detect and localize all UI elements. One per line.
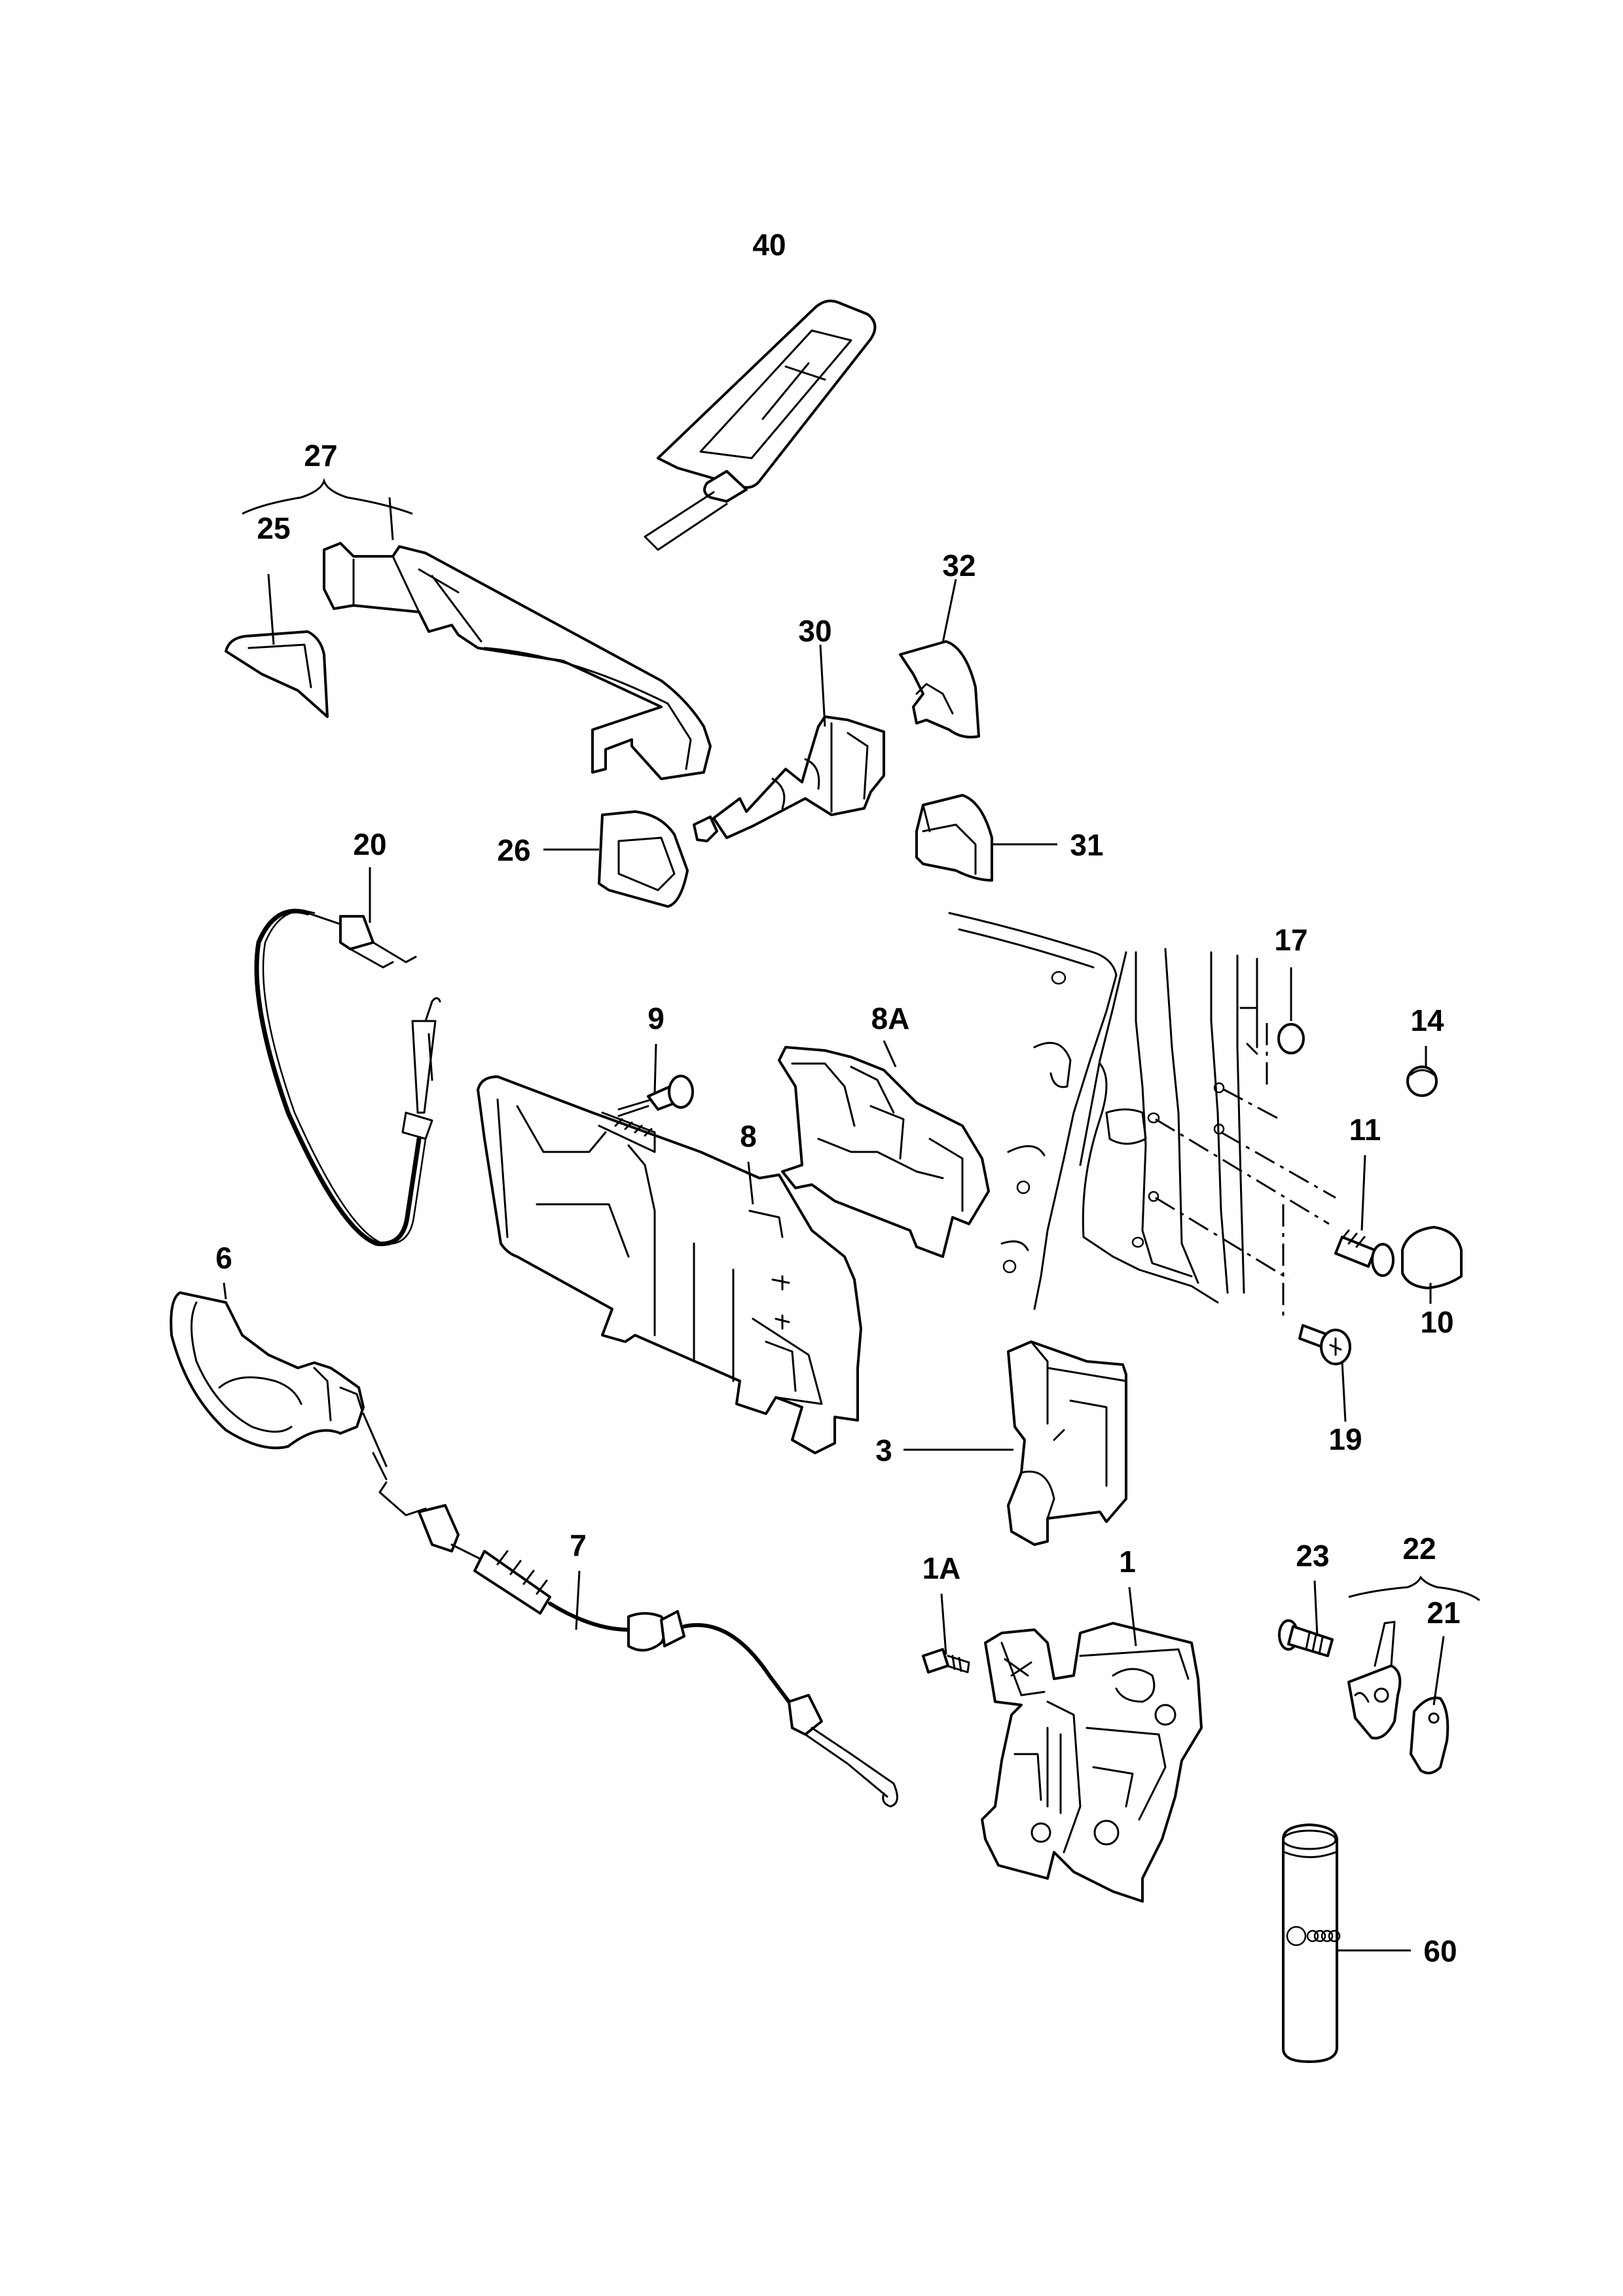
leader-lines [223, 478, 1480, 1952]
assembly-lines [1155, 1023, 1336, 1322]
label-40: 40 [752, 228, 786, 262]
label-3: 3 [875, 1433, 892, 1467]
label-21: 21 [1427, 1596, 1460, 1630]
part-10-cover-cap [1401, 1226, 1463, 1289]
label-19: 19 [1328, 1422, 1362, 1456]
part-8-handle-carrier [477, 1075, 862, 1454]
label-17: 17 [1274, 923, 1307, 957]
label-14: 14 [1410, 1003, 1444, 1037]
part-25-handle-cap [225, 630, 329, 718]
label-20: 20 [353, 827, 386, 861]
part-40-key-fob [644, 299, 877, 551]
label-60: 60 [1423, 1934, 1457, 1968]
label-26: 26 [497, 833, 530, 867]
part-30-lock-cylinder [693, 715, 885, 842]
part-14-cap [1406, 1066, 1438, 1097]
label-6: 6 [215, 1241, 232, 1275]
part-8A-bracket [778, 1046, 990, 1258]
part-3-lock-bracket [1007, 1340, 1127, 1546]
label-30: 30 [798, 614, 831, 648]
part-32-cover [899, 640, 980, 739]
part-19-screw [1298, 1324, 1351, 1365]
label-9: 9 [647, 1001, 665, 1035]
label-7: 7 [570, 1528, 587, 1562]
label-10: 10 [1420, 1305, 1453, 1339]
part-27-outer-door-handle [323, 542, 712, 780]
label-32: 32 [942, 548, 976, 583]
part-60-grease-can [1282, 1823, 1341, 2063]
part-1-door-lock [981, 1622, 1203, 1903]
label-1A: 1A [922, 1551, 961, 1585]
part-22-striker [1347, 1621, 1402, 1740]
label-22: 22 [1402, 1532, 1436, 1566]
label-8: 8 [740, 1119, 757, 1153]
label-31: 31 [1070, 828, 1103, 862]
part-7-cable [378, 1481, 898, 1808]
label-23: 23 [1296, 1539, 1329, 1573]
door-panel [948, 912, 1258, 1310]
part-31-cover [915, 794, 993, 882]
part-23-striker-bolt [1278, 1619, 1334, 1657]
label-27: 27 [304, 439, 337, 473]
label-1: 1 [1119, 1545, 1136, 1579]
label-11: 11 [1349, 1113, 1381, 1147]
part-6-inner-handle [170, 1291, 388, 1480]
part-26-gasket [598, 810, 689, 908]
label-8A: 8A [871, 1001, 910, 1035]
part-9-bolt [617, 1075, 694, 1117]
part-1A-screw [922, 1648, 970, 1674]
part-17-plug [1277, 1023, 1305, 1054]
part-11-bolt [1334, 1229, 1395, 1277]
part-20-bowden-cable [254, 908, 441, 1246]
label-25: 25 [257, 511, 290, 545]
callout-labels: 40 27 25 32 30 26 31 20 17 14 9 8A 11 8 … [215, 228, 1460, 1968]
part-21-plate [1410, 1696, 1450, 1774]
